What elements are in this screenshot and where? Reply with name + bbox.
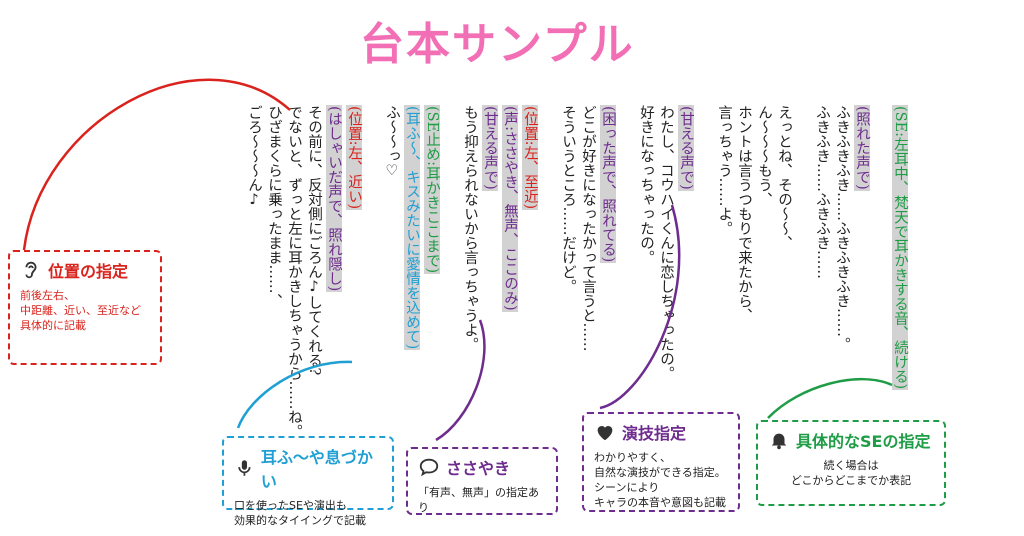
dialogue-line: ひざまくらに乗ったまま……、 xyxy=(264,105,284,445)
dialogue-text: えっとね、その〜〜、 xyxy=(776,105,792,250)
direction-note: (位置:左、至近) xyxy=(520,105,540,445)
dialogue-text: ホントは言うつもりで来たから、 xyxy=(736,105,752,323)
dialogue-text: ん〜〜〜もう、 xyxy=(756,105,772,207)
dialogue-text: 好きになっちゃったの。 xyxy=(638,105,654,265)
dialogue-text: ふきふきふき……ふきふきふき……。 xyxy=(834,105,850,352)
connector-position xyxy=(22,78,291,251)
dialogue-text: 言っちゃう……よ。 xyxy=(716,105,732,236)
callout-whisper-title: ささやき xyxy=(446,459,511,478)
dialogue-line: わたし、コウハイくんに恋しちゃったの。 xyxy=(656,105,676,445)
dialogue-text: ごろ〜〜〜ん♪ xyxy=(246,105,262,208)
direction-note-text: (はしゃいだ声で、照れ隠し) xyxy=(326,105,342,293)
dialogue-line: 言っちゃう……よ。 xyxy=(714,105,734,445)
direction-note-text: (声:ささやき、無声、ここのみ) xyxy=(502,105,518,312)
direction-note-text: (甘える声で) xyxy=(678,105,694,191)
dialogue-text: もう抑えられないから言っちゃうよ。 xyxy=(462,105,478,352)
dialogue-text: その前に、反対側にごろん♪してくれる? xyxy=(306,105,322,376)
callout-whisper-body: 「有声、無声」の指定あり xyxy=(418,486,539,514)
callout-se-title: 具体的なSEの指定 xyxy=(796,432,931,451)
dialogue-line: ふ〜〜っ♡ xyxy=(382,105,402,445)
direction-note-text: (困った声で、照れてる) xyxy=(600,105,616,264)
direction-note-text: (位置:左、近い) xyxy=(346,105,362,211)
dialogue-line: その前に、反対側にごろん♪してくれる? xyxy=(304,105,324,445)
dialogue-line: ふきふきふき……ふきふきふき……。 xyxy=(832,105,852,445)
callout-breath-body: 口を使ったSEや演出も 効果的なタイイングで記載 xyxy=(234,499,366,527)
direction-note: (耳ふ〜、キスみたいに愛情を込めて) xyxy=(402,105,422,445)
dialogue-line: もう抑えられないから言っちゃうよ。 xyxy=(460,105,480,445)
direction-note: (困った声で、照れてる) xyxy=(598,105,618,445)
dialogue-text: どこが好きになったかって言うと…… xyxy=(580,105,596,352)
dialogue-line: どこが好きになったかって言うと…… xyxy=(578,105,598,445)
connector-acting xyxy=(599,204,681,410)
callout-acting-title: 演技指定 xyxy=(622,424,687,443)
script-body: (SE:左耳中、梵天で耳かきする音、続ける) (照れた声で)ふきふきふき……ふきふ… xyxy=(170,105,910,445)
direction-note: (照れた声で) xyxy=(852,105,872,445)
direction-note-text: (SE止め:耳かきここまで) xyxy=(424,105,440,275)
callout-position-body: 前後左右、 中距離、近い、至近など 具体的に記載 xyxy=(20,289,141,332)
direction-note: (はしゃいだ声で、照れ隠し) xyxy=(324,105,344,445)
bell-icon xyxy=(771,433,787,450)
dialogue-line: でないと、ずっと左に耳かきしちゃうから……ね。 xyxy=(284,105,304,445)
callout-position: 位置の指定 前後左右、 中距離、近い、至近など 具体的に記載 xyxy=(8,250,162,365)
dialogue-line: ん〜〜〜もう、 xyxy=(754,105,774,445)
dialogue-text: でないと、ずっと左に耳かきしちゃうから……ね。 xyxy=(286,105,302,439)
speech-bubble-icon xyxy=(419,458,439,477)
direction-note: (SE:左耳中、梵天で耳かきする音、続ける) xyxy=(890,105,910,445)
connector-breath xyxy=(236,360,353,429)
callout-whisper: ささやき 「有声、無声」の指定あり xyxy=(406,447,558,515)
direction-note-text: (耳ふ〜、キスみたいに愛情を込めて) xyxy=(404,105,420,351)
direction-note-text: (SE:左耳中、梵天で耳かきする音、続ける) xyxy=(892,105,908,391)
dialogue-line: ホントは言うつもりで来たから、 xyxy=(734,105,754,445)
dialogue-text: ひざまくらに乗ったまま……、 xyxy=(266,105,282,308)
connector-se xyxy=(767,377,893,419)
dialogue-text: そういうところ……だけど。 xyxy=(560,105,576,294)
direction-note-text: (位置:左、至近) xyxy=(522,105,538,211)
ear-icon xyxy=(25,261,37,279)
callout-position-title: 位置の指定 xyxy=(48,262,129,281)
callout-acting: 演技指定 わかりやすく、 自然な演技ができる指定。 シーンにより キャラの本音や… xyxy=(582,412,740,512)
direction-note: (声:ささやき、無声、ここのみ) xyxy=(500,105,520,445)
page-title: 台本サンプル xyxy=(360,19,635,70)
callout-breath: 耳ふ〜や息づかい 口を使ったSEや演出も 効果的なタイイングで記載 xyxy=(222,436,394,527)
direction-note-text: (甘える声で) xyxy=(482,105,498,191)
direction-note: (位置:左、近い) xyxy=(344,105,364,445)
dialogue-line: ふきふき……ふきふき…… xyxy=(812,105,832,445)
callout-breath-title: 耳ふ〜や息づかい xyxy=(260,448,373,491)
direction-note: (甘える声で) xyxy=(676,105,696,445)
dialogue-line: 好きになっちゃったの。 xyxy=(636,105,656,445)
direction-note-text: (照れた声で) xyxy=(854,105,870,191)
direction-note: (SE止め:耳かきここまで) xyxy=(422,105,442,445)
heart-icon xyxy=(597,426,613,441)
dialogue-text: ふ〜〜っ♡ xyxy=(384,105,400,179)
callout-se: 具体的なSEの指定 続く場合は どこからどこまでか表記 xyxy=(756,420,946,506)
connector-whisper xyxy=(435,319,486,442)
microphone-icon xyxy=(238,460,251,476)
dialogue-line: ごろ〜〜〜ん♪ xyxy=(244,105,264,445)
dialogue-line: えっとね、その〜〜、 xyxy=(774,105,794,445)
callout-acting-body: わかりやすく、 自然な演技ができる指定。 シーンにより キャラの本音や意図も記載 xyxy=(594,451,726,509)
callout-se-body: 続く場合は どこからどこまでか表記 xyxy=(790,459,912,487)
dialogue-text: ふきふき……ふきふき…… xyxy=(814,105,830,279)
dialogue-text: わたし、コウハイくんに恋しちゃったの。 xyxy=(658,105,674,381)
direction-note: (甘える声で) xyxy=(480,105,500,445)
dialogue-line: そういうところ……だけど。 xyxy=(558,105,578,445)
